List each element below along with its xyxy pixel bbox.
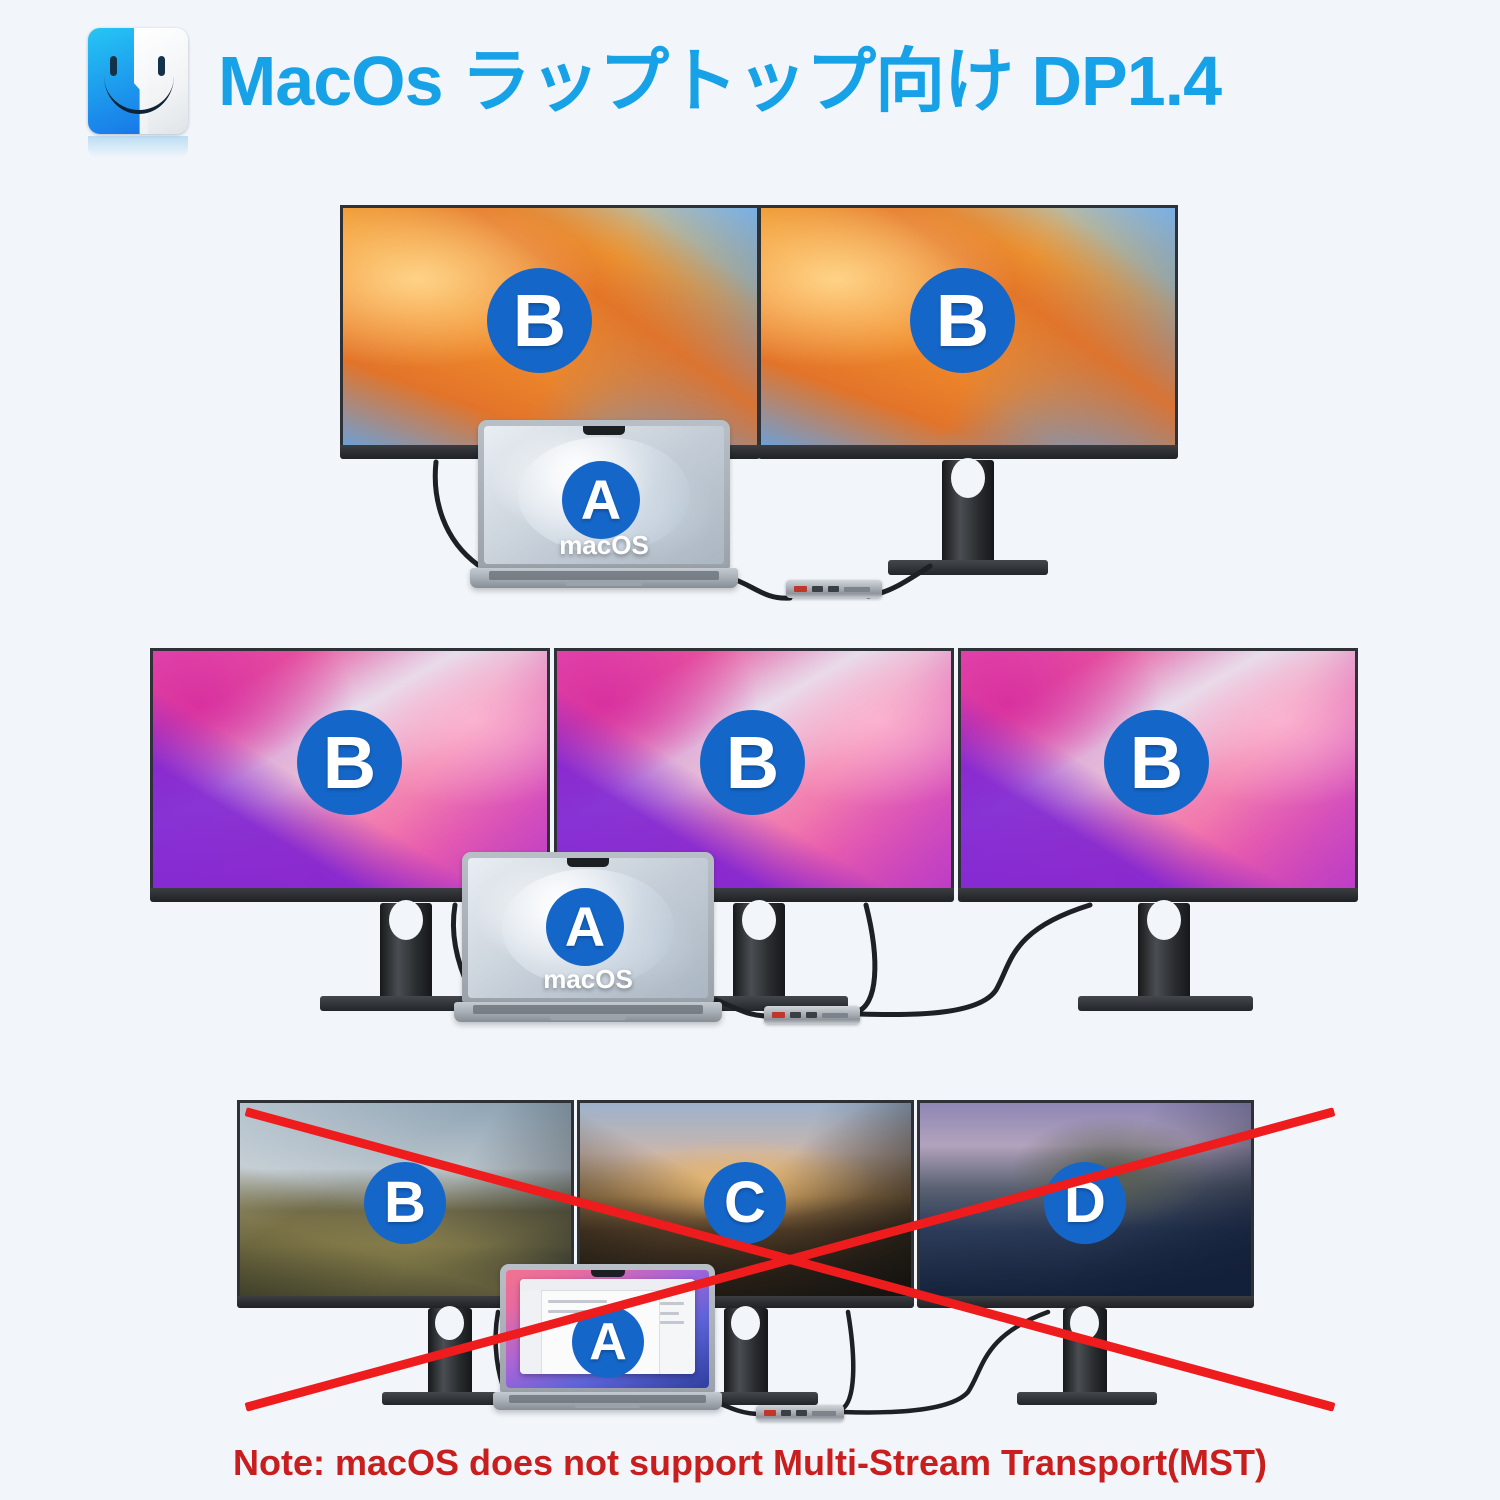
monitor-row3-3[interactable] <box>917 1100 1254 1310</box>
hub-port-usb1-row3 <box>781 1410 792 1416</box>
hub-port-usb2-row1 <box>828 586 839 592</box>
warning-note: Note: macOS does not support Multi-Strea… <box>232 1442 1268 1483</box>
monitor-row3-1-cable-hole <box>435 1306 464 1340</box>
hub-port-usb1-row1 <box>812 586 823 592</box>
badge-row1-monitor2: B <box>910 268 1015 373</box>
monitor-row1-2-cable-hole <box>951 458 985 498</box>
monitor-row2-2-cable-hole <box>742 900 776 940</box>
header: MacOs ラップトップ向け DP1.4 <box>84 22 1222 158</box>
finder-face-icon <box>84 22 192 158</box>
laptop-notch-row2 <box>567 858 609 867</box>
finder-eye-left <box>110 56 117 76</box>
hub-port-sd-row3 <box>811 1410 836 1416</box>
hub-port-usb1-row2 <box>790 1012 801 1018</box>
usb-hub-row2[interactable] <box>764 1006 860 1024</box>
badge-row2-monitor2: B <box>700 710 805 815</box>
usb-hub-row3[interactable] <box>756 1405 844 1421</box>
monitor-row2-1-cable-hole <box>389 900 423 940</box>
finder-eye-right <box>158 56 165 76</box>
laptop-notch-row1 <box>583 426 625 435</box>
laptop-row2[interactable]: macOS <box>453 852 723 1024</box>
monitor-row2-3-base <box>1078 996 1253 1011</box>
monitor-row2-1-base <box>320 996 495 1011</box>
finder-smile <box>104 76 174 114</box>
badge-row2-monitor1: B <box>297 710 402 815</box>
hub-port-power-row1 <box>794 586 807 592</box>
badge-row1-laptop: A <box>562 461 640 539</box>
laptop-os-label-row1: macOS <box>559 530 649 561</box>
monitor-row2-3[interactable] <box>958 648 1358 903</box>
badge-row2-laptop: A <box>546 888 624 966</box>
usb-hub-row1[interactable] <box>786 580 882 598</box>
hub-port-sd-row1 <box>844 586 870 592</box>
monitor-row3-3-base <box>1017 1392 1157 1405</box>
monitor-row3-1-base <box>382 1392 522 1405</box>
badge-row3-monitor1: B <box>364 1162 446 1244</box>
monitor-row3-2-cable-hole <box>731 1306 760 1340</box>
monitor-row2-3-cable-hole <box>1147 900 1181 940</box>
laptop-notch-row3 <box>590 1270 625 1277</box>
badge-row1-monitor1: B <box>487 268 592 373</box>
hub-port-usb2-row2 <box>806 1012 817 1018</box>
hub-port-power-row3 <box>764 1410 777 1416</box>
laptop-os-label-row2: macOS <box>543 964 633 995</box>
hub-port-usb2-row3 <box>796 1410 807 1416</box>
hub-port-sd-row2 <box>822 1012 848 1018</box>
badge-row3-monitor2: C <box>704 1162 786 1244</box>
hub-port-power-row2 <box>772 1012 785 1018</box>
badge-row2-monitor3: B <box>1104 710 1209 815</box>
page-title: MacOs ラップトップ向け DP1.4 <box>218 42 1222 120</box>
